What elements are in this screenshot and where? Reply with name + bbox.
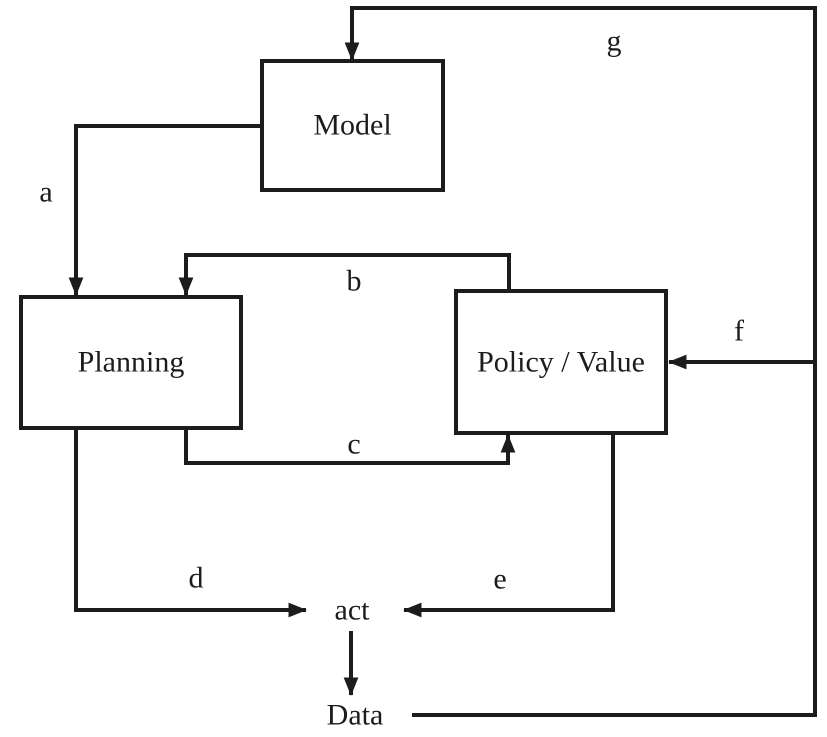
edge-label-a: a bbox=[39, 176, 52, 209]
policy-value-label: Policy / Value bbox=[477, 346, 645, 379]
model-box bbox=[260, 59, 445, 192]
edge-label-e: e bbox=[493, 563, 506, 596]
edge-e bbox=[403, 433, 615, 618]
labels-group: Model Planning Policy / Value act Data a… bbox=[39, 25, 744, 732]
edge-d bbox=[74, 428, 307, 618]
planning-box bbox=[19, 295, 243, 430]
boxes-group bbox=[19, 59, 668, 435]
edge-b bbox=[178, 253, 511, 296]
model-label: Model bbox=[313, 109, 391, 142]
edge-a bbox=[68, 124, 262, 296]
act-label: act bbox=[335, 594, 371, 627]
edge-label-c: c bbox=[347, 428, 360, 461]
edge-label-f: f bbox=[734, 315, 744, 348]
edge-c bbox=[184, 428, 516, 465]
edges-group bbox=[68, 6, 817, 717]
policy-value-box bbox=[454, 289, 668, 435]
planning-label: Planning bbox=[78, 346, 185, 379]
edge-g bbox=[344, 6, 817, 717]
edge-label-g: g bbox=[607, 25, 622, 58]
edge-label-d: d bbox=[189, 562, 204, 595]
edge-label-b: b bbox=[347, 265, 362, 298]
data-label: Data bbox=[327, 699, 384, 732]
